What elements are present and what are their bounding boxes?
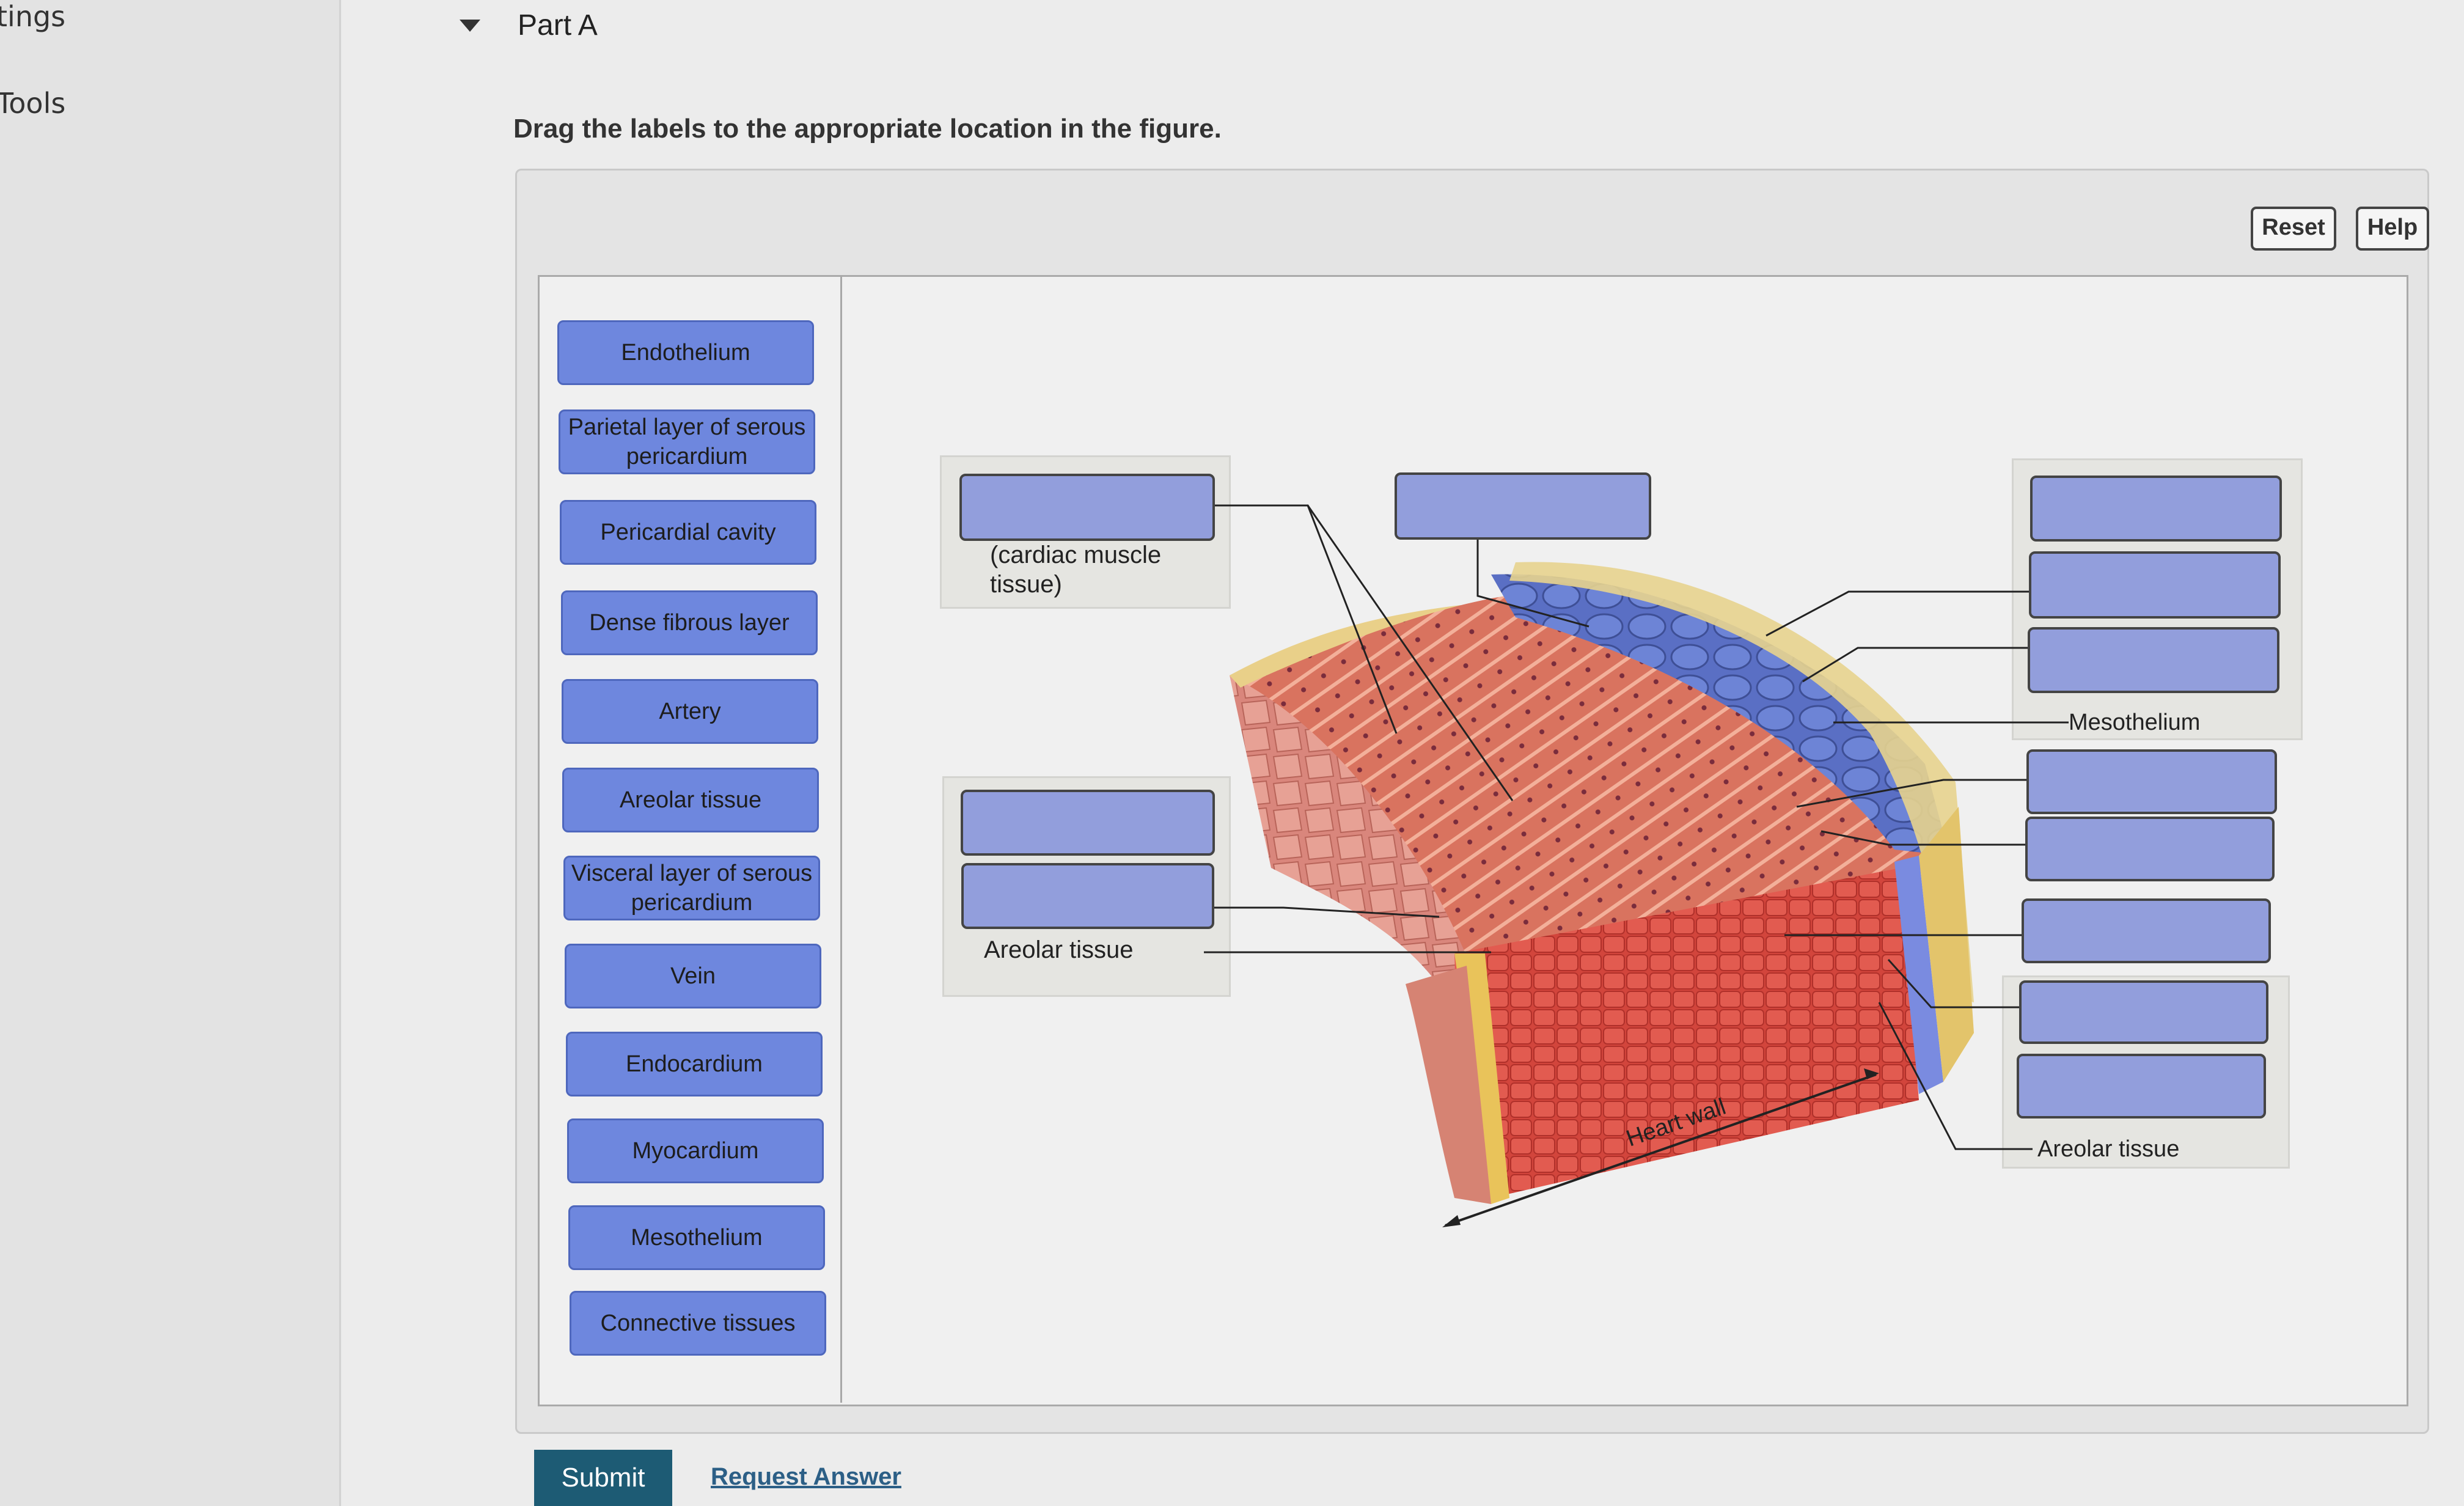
drop-target-right-3[interactable] [2028, 627, 2279, 693]
drop-target-right-6[interactable] [2022, 898, 2271, 963]
cardiac-muscle-caption: (cardiac muscle tissue) [990, 540, 1186, 599]
drop-target-right-8[interactable] [2017, 1054, 2266, 1118]
mesothelium-caption: Mesothelium [2069, 708, 2200, 737]
drop-target-endocardium-2[interactable] [961, 863, 1214, 929]
drop-target-myocardium[interactable] [959, 474, 1215, 541]
drop-target-right-2[interactable] [2029, 551, 2281, 619]
drop-target-endocardium-1[interactable] [961, 790, 1215, 856]
areolar-tissue-caption-right: Areolar tissue [2037, 1134, 2179, 1164]
drop-target-right-5[interactable] [2025, 817, 2275, 881]
drop-target-right-4[interactable] [2026, 749, 2277, 814]
areolar-tissue-caption-left: Areolar tissue [984, 935, 1134, 964]
drop-target-right-7[interactable] [2019, 980, 2268, 1044]
drop-target-top[interactable] [1395, 472, 1651, 540]
request-answer-link[interactable]: Request Answer [711, 1463, 901, 1491]
submit-button[interactable]: Submit [534, 1450, 672, 1506]
drop-target-right-1[interactable] [2030, 476, 2282, 542]
